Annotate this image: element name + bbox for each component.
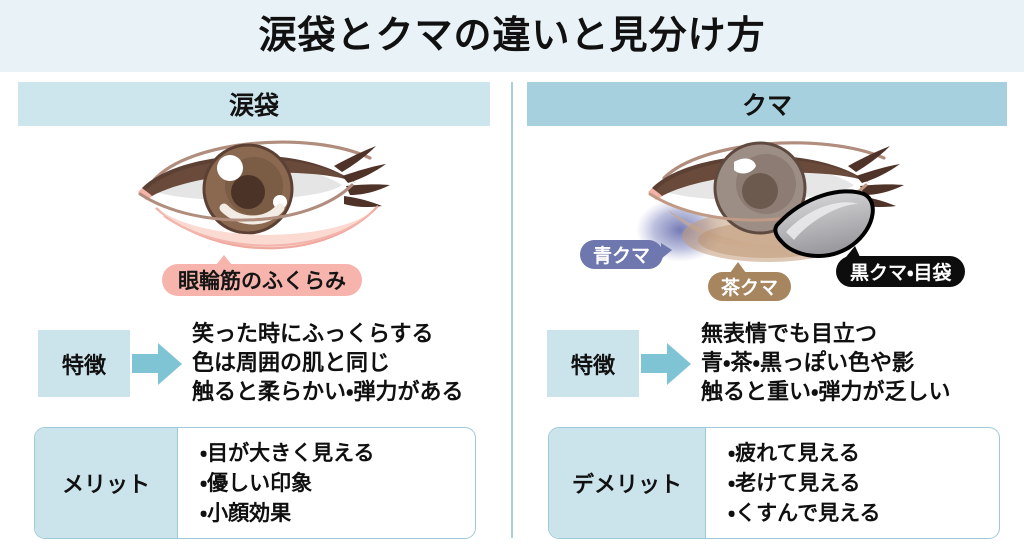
callout-badge-brown-dark-circle: 茶クマ <box>708 262 792 301</box>
callout-badge-label: 青クマ <box>593 245 651 267</box>
dark-circle-eye-illustration <box>628 128 918 268</box>
feature-text-right: 無表情でも目立つ 青・茶・黒っぽい色や影 触ると重い・弾力が乏しい <box>701 320 950 407</box>
feature-label-left-text: 特徴 <box>61 353 106 379</box>
callout-badge-label: 黒クマ・目袋 <box>850 262 952 284</box>
feature-line: 色は周囲の肌と同じ <box>192 351 391 376</box>
feature-line: 触ると重い・弾力が乏しい <box>701 380 951 405</box>
list-item: ・優しい印象 <box>200 471 313 495</box>
callout-badge-label: 茶クマ <box>721 277 779 299</box>
feature-row-left: 特徴 笑った時にふっくらする 色は周囲の肌と同じ 触ると柔らかい・弾力がある <box>38 320 463 407</box>
demerit-box-label-text: デメリット <box>571 473 682 498</box>
demerit-box-label: デメリット <box>549 428 706 538</box>
callout-pointer-icon <box>846 246 860 257</box>
arrow-head <box>158 343 182 385</box>
merit-list: ・目が大きく見える ・優しい印象 ・小顔効果 <box>178 428 475 538</box>
merit-box-label-text: メリット <box>61 473 150 498</box>
title-banner: 涙袋とクマの違いと見分け方 <box>0 0 1024 72</box>
demerit-box: デメリット ・疲れて見える ・老けて見える ・くすんで見える <box>548 427 1000 539</box>
arrow-shaft <box>641 354 669 373</box>
feature-row-right: 特徴 無表情でも目立つ 青・茶・黒っぽい色や影 触ると重い・弾力が乏しい <box>547 320 950 407</box>
merit-box-label: メリット <box>35 428 178 538</box>
arrow-right-icon <box>641 330 693 397</box>
feature-label-right: 特徴 <box>547 330 639 397</box>
feature-line: 青・茶・黒っぽい色や影 <box>701 351 914 376</box>
callout-badge-orbicularis: 眼輪筋のふくらみ <box>162 255 362 296</box>
callout-badge-blue-dark-circle: 青クマ <box>580 240 673 269</box>
demerit-list: ・疲れて見える ・老けて見える ・くすんで見える <box>706 428 999 538</box>
arrow-right-icon <box>132 330 184 397</box>
callout-badge-label: 眼輪筋のふくらみ <box>178 269 346 293</box>
arrow-shaft <box>132 354 160 373</box>
callout-pointer-icon <box>661 243 673 259</box>
column-header-right: クマ <box>527 82 1007 126</box>
callout-pointer-icon <box>216 255 232 265</box>
page-title: 涙袋とクマの違いと見分け方 <box>258 13 766 57</box>
list-item: ・疲れて見える <box>728 441 860 465</box>
feature-label-right-text: 特徴 <box>570 353 615 379</box>
feature-line: 無表情でも目立つ <box>701 322 878 347</box>
feature-text-left: 笑った時にふっくらする 色は周囲の肌と同じ 触ると柔らかい・弾力がある <box>192 320 463 407</box>
list-item: ・小顔効果 <box>200 501 292 525</box>
callout-pointer-icon <box>730 262 746 273</box>
callout-badge-black-dark-circle: 黒クマ・目袋 <box>836 246 966 287</box>
feature-line: 笑った時にふっくらする <box>192 322 434 347</box>
tear-bag-eye-illustration <box>120 128 400 263</box>
merit-box: メリット ・目が大きく見える ・優しい印象 ・小顔効果 <box>34 427 476 539</box>
list-item: ・くすんで見える <box>728 501 881 525</box>
column-divider <box>511 82 513 538</box>
column-header-left: 涙袋 <box>18 82 490 126</box>
column-header-left-label: 涙袋 <box>228 91 279 120</box>
list-item: ・目が大きく見える <box>200 441 375 465</box>
feature-label-left: 特徴 <box>38 330 130 397</box>
feature-line: 触ると柔らかい・弾力がある <box>192 380 464 405</box>
list-item: ・老けて見える <box>728 471 861 495</box>
column-header-right-label: クマ <box>741 91 792 120</box>
arrow-head <box>667 343 691 385</box>
